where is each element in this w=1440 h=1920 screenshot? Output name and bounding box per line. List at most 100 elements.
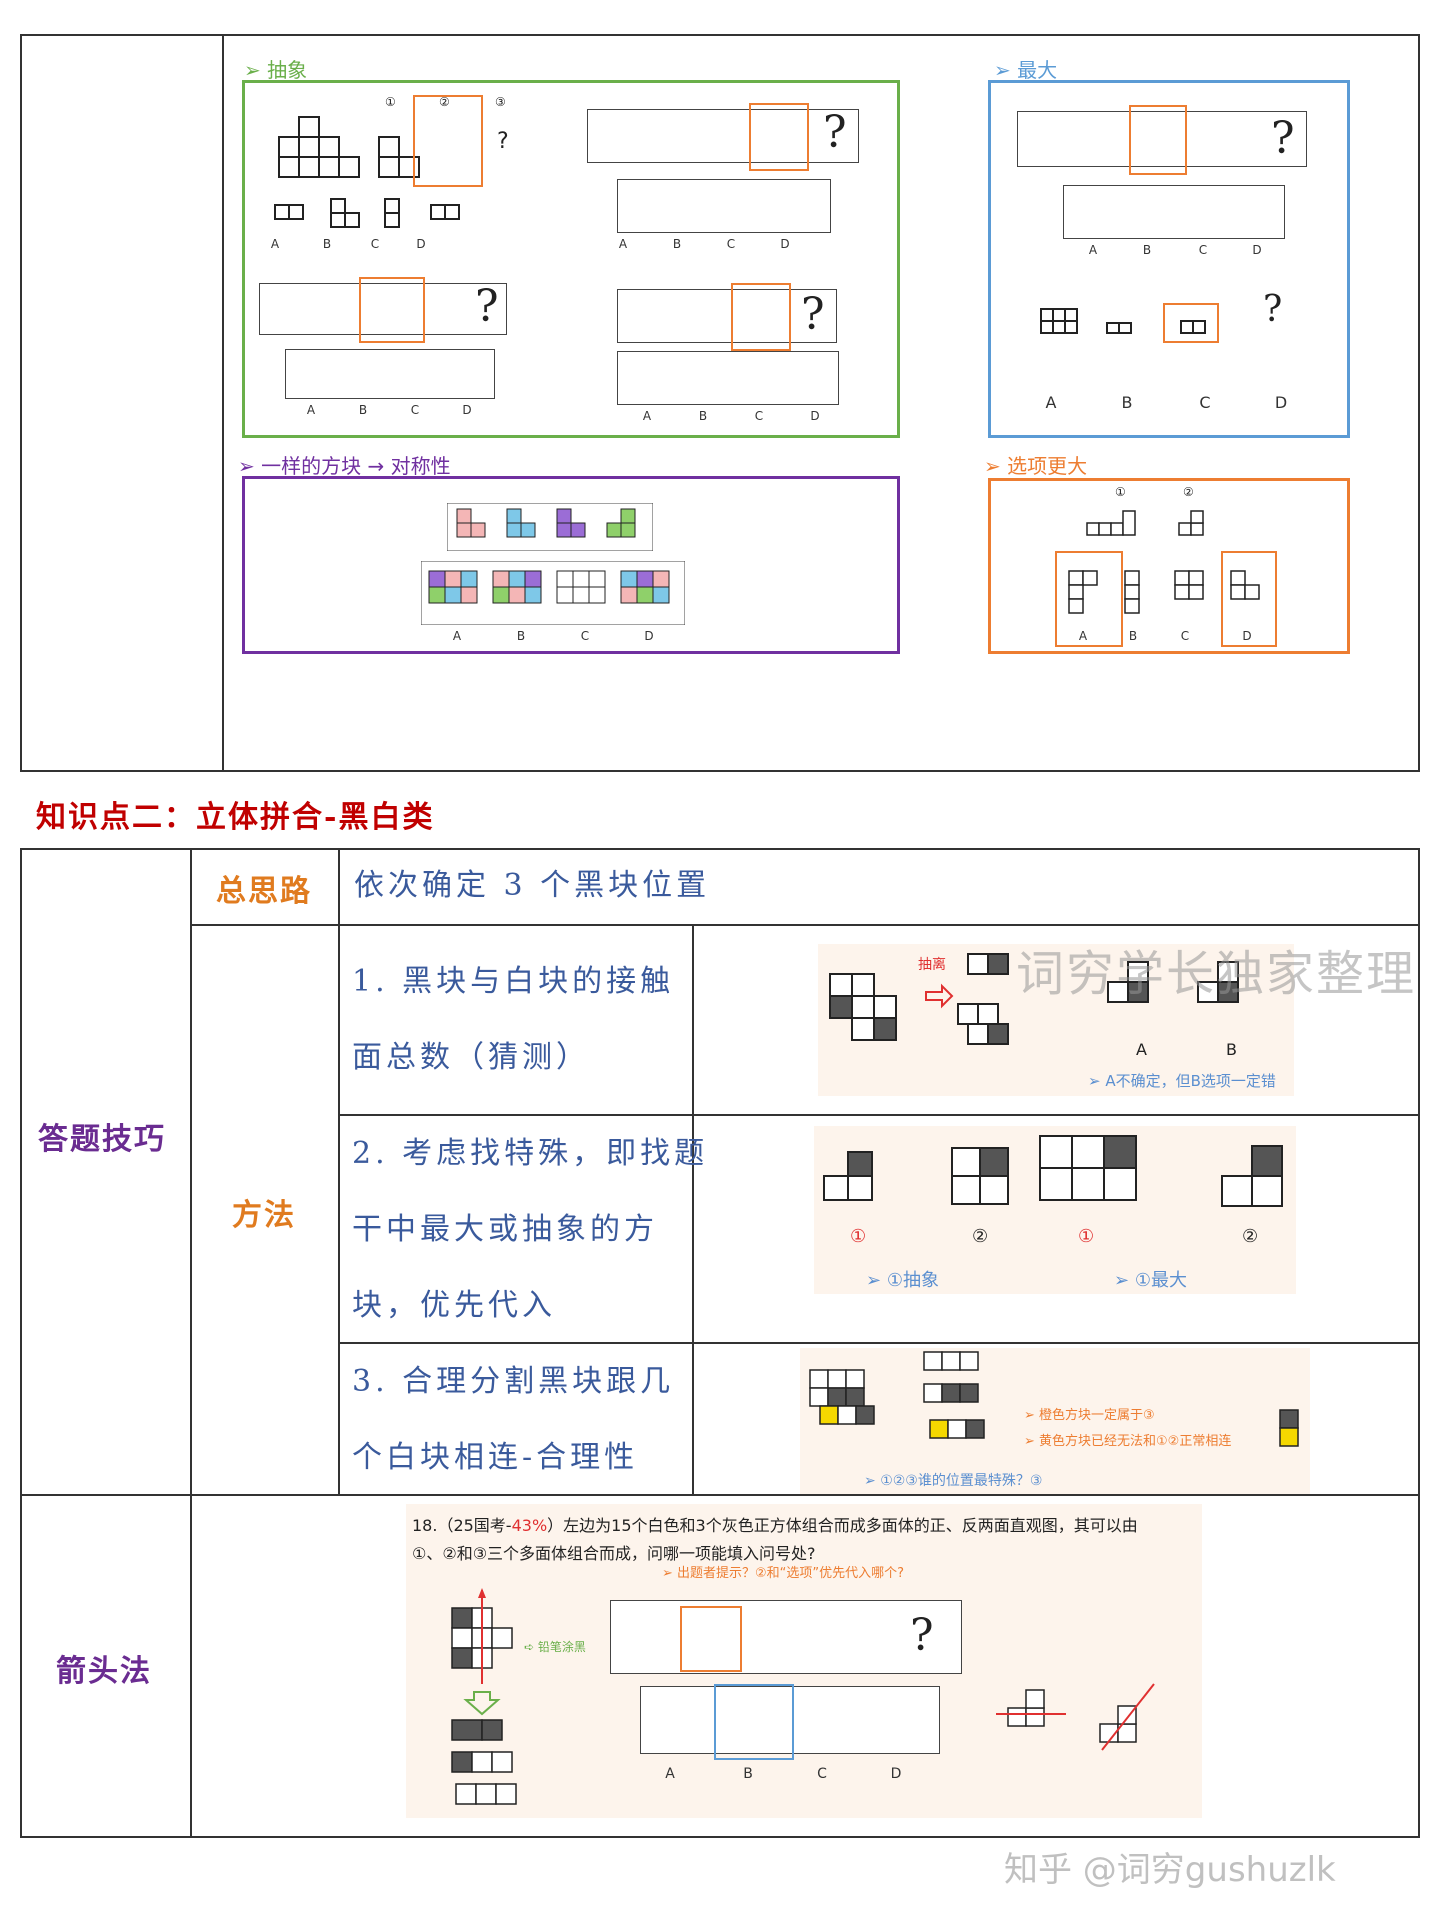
method-2-label-3: ① [1078,1226,1095,1247]
panel-title-option-larger: ➢ 选项更大 [984,454,1088,478]
question-opt-d: D [890,1766,902,1782]
method-label: 方法 [232,1198,296,1233]
symmetry-colored-blocks [447,503,653,551]
row-divider-overall [190,924,1420,926]
method-3-note-1: ➢ 橙色方块一定属于③ [1024,1408,1155,1423]
question-pencil-label: ➪ 铅笔涂黑 [524,1640,586,1654]
largest-strip [1017,111,1307,167]
abstract-s1-a: A [618,237,628,251]
abstract-circle-2: ② [439,95,450,109]
abstract-figure-1 [278,116,420,178]
row-label-tips: 答题技巧 [38,1122,166,1157]
symmetry-opt-b: B [516,629,526,643]
method-1-text: 1. 黑块与白块的接触 面总数（猜测） [352,944,674,1096]
method-1-line-1: 1. 黑块与白块的接触 [352,964,675,999]
method-3-text: 3. 合理分割黑块跟几 个白块相连-合理性 [352,1344,674,1496]
method-2-cubes [823,1135,1283,1207]
symmetry-opt-c: C [580,629,590,643]
abstract-s2-a: A [306,403,316,417]
row-divider-method-1 [338,1114,1420,1116]
panel-abstract: ① ② ③ ? A B C D ? A B C D ? A B C D ? A … [242,80,900,438]
question-line-1: 18.（25国考-43%）左边为15个白色和3个灰色正方体组合而成多面体的正、反… [412,1516,1138,1535]
col-divider-1 [190,848,192,1838]
abstract-s3-c: C [754,409,764,423]
method-1-note: ➢ A不确定，但B选项一定错 [1088,1072,1276,1090]
question-stem-strip [610,1600,962,1674]
largest-opt-b: B [1142,243,1152,257]
optlarger-opt-d: D [1242,629,1252,643]
largest-opt2-c: C [1199,393,1211,412]
top-table [20,34,1420,772]
question-hint: ➢ 出题者提示？②和“选项”优先代入哪个? [662,1566,905,1581]
abstract-s2-c: C [410,403,420,417]
section-heading: 知识点二：立体拼合-黑白类 [36,800,435,835]
abstract-s2-b: B [358,403,368,417]
optlarger-circle-1: ① [1115,485,1126,499]
abstract-strip-3 [617,289,837,343]
abstract-strip-3-highlight [731,283,791,351]
symmetry-options [421,561,685,625]
abstract-circle-3: ③ [495,95,506,109]
question-percent: 43% [511,1516,548,1535]
question-opt-b: B [743,1766,753,1782]
optlarger-opt-c: C [1180,629,1190,643]
method-2-line-3: 块，优先代入 [352,1288,556,1323]
method-3-note-2: ➢ 黄色方块已经无法和①②正常相连 [1024,1434,1232,1449]
panel-symmetry: A B C D [242,476,900,654]
method-2-note-1: ➢ ①抽象 [866,1270,939,1291]
arrow-question-image: 18.（25国考-43%）左边为15个白色和3个灰色正方体组合而成多面体的正、反… [406,1504,1202,1818]
method-2-label-1: ① [850,1226,867,1247]
overall-label: 总思路 [216,874,312,909]
symmetry-opt-d: D [644,629,654,643]
optlarger-circle-2: ② [1183,485,1194,499]
method-2-image: ① ② ① ② ➢ ①抽象 ➢ ①最大 [814,1126,1296,1294]
abstract-s3-d: D [810,409,820,423]
top-table-divider [222,34,224,772]
abstract-s3-b: B [698,409,708,423]
optlarger-highlight-a [1055,551,1123,647]
question-options-strip [640,1686,940,1754]
panel-option-larger: ① ② A B C D [988,478,1350,654]
largest-qmark: ? [1271,113,1295,164]
panel-largest: ? A B C D ? A B C D [988,80,1350,438]
abstract-opt-b: B [322,237,332,251]
method-2-text: 2. 考虑找特殊，即找题 干中最大或抽象的方 块，优先代入 [352,1116,708,1344]
abstract-opt-d: D [416,237,426,251]
optlarger-opt-b: B [1128,629,1138,643]
row-divider-tips [20,1494,1420,1496]
largest-figure-2 [1040,308,1206,334]
row-divider-method-2 [338,1342,1420,1344]
largest-highlight [1129,105,1187,175]
method-2-line-2: 干中最大或抽象的方 [352,1212,658,1247]
question-line-2: ①、②和③三个多面体组合而成，问哪一项能填入问号处? [412,1544,816,1563]
largest-highlight-2 [1163,303,1219,343]
abstract-strip-1-highlight [749,103,809,171]
largest-opt-c: C [1198,243,1208,257]
panel-title-symmetry: ➢ 一样的方块 → 对称性 [238,454,451,478]
overall-text: 依次确定 3 个黑块位置 [354,868,711,903]
largest-opt-a: A [1088,243,1098,257]
largest-opt2-a: A [1045,393,1057,412]
method-1-line-2: 面总数（猜测） [352,1040,590,1075]
abstract-strip-1-qmark: ? [823,107,847,158]
abstract-strip-2-qmark: ? [475,281,499,332]
method-1-cubes [829,953,1239,1045]
largest-opt-d: D [1252,243,1262,257]
question-opt-a: A [665,1766,675,1782]
method-3-image: ➢ 橙色方块一定属于③ ➢ 黄色方块已经无法和①②正常相连 ➢ ①②③谁的位置最… [800,1348,1310,1494]
abstract-s1-b: B [672,237,682,251]
optlarger-options [1068,570,1260,614]
method-3-line-1: 3. 合理分割黑块跟几 [352,1364,675,1399]
largest-qmark-2: ? [1263,289,1283,330]
abstract-s3-a: A [642,409,652,423]
watermark-mid: 词穷学长独家整理 [1016,946,1417,1002]
abstract-strip-3-qmark: ? [801,289,825,340]
abstract-highlight [413,95,483,187]
method-3-note-3: ➢ ①②③谁的位置最特殊？③ [864,1473,1043,1489]
abstract-s2-d: D [462,403,472,417]
abstract-s1-d: D [780,237,790,251]
method-1-arrow-label: 抽离 [918,957,946,973]
method-3-line-2: 个白块相连-合理性 [352,1440,639,1475]
question-stem-highlight [680,1606,742,1672]
abstract-strip-1 [587,109,859,163]
